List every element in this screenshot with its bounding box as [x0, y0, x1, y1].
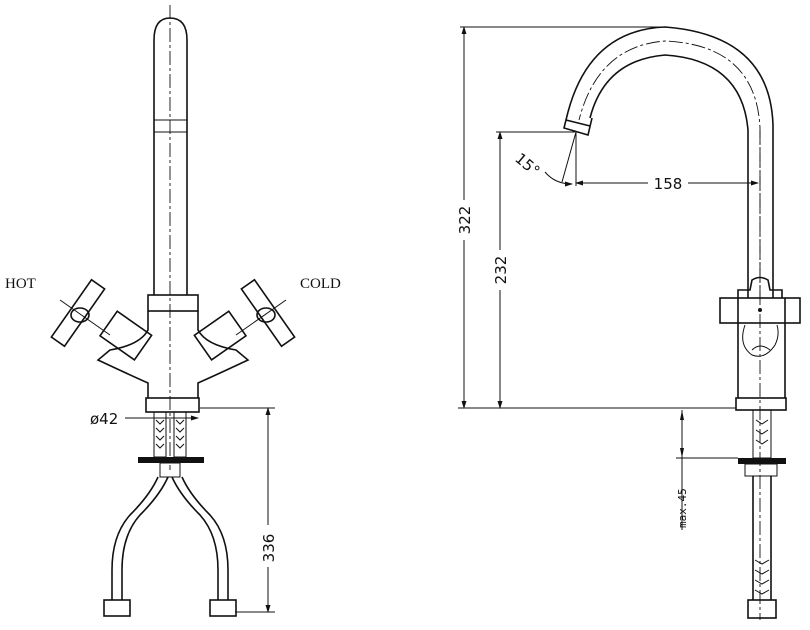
- hose-length-dimension: 336: [260, 534, 278, 563]
- diameter-label: ø42: [90, 410, 118, 428]
- spout-pipe: [153, 17, 188, 295]
- side-view: 322 232 158 15° max.45: [454, 26, 801, 620]
- angle-dimension: 15°: [511, 149, 543, 180]
- body: [96, 311, 250, 398]
- reach-dimension: 158: [654, 175, 683, 193]
- body: [737, 298, 786, 398]
- cold-label: COLD: [300, 276, 341, 292]
- hot-handle: [50, 278, 111, 348]
- max-thickness-dimension: max.45: [676, 488, 689, 528]
- total-height-dimension: 322: [456, 206, 474, 235]
- spout-height-dimension: 232: [492, 256, 510, 285]
- gooseneck-spout: [567, 26, 774, 298]
- hoses: [103, 411, 237, 617]
- base-plate: [145, 397, 200, 413]
- front-view: HOT COLD ø42 336: [5, 5, 341, 617]
- spout-collar: [147, 294, 199, 312]
- aerator: [563, 111, 593, 137]
- base-plate: [735, 397, 787, 411]
- cold-handle: [235, 278, 296, 348]
- hot-label: HOT: [5, 276, 36, 292]
